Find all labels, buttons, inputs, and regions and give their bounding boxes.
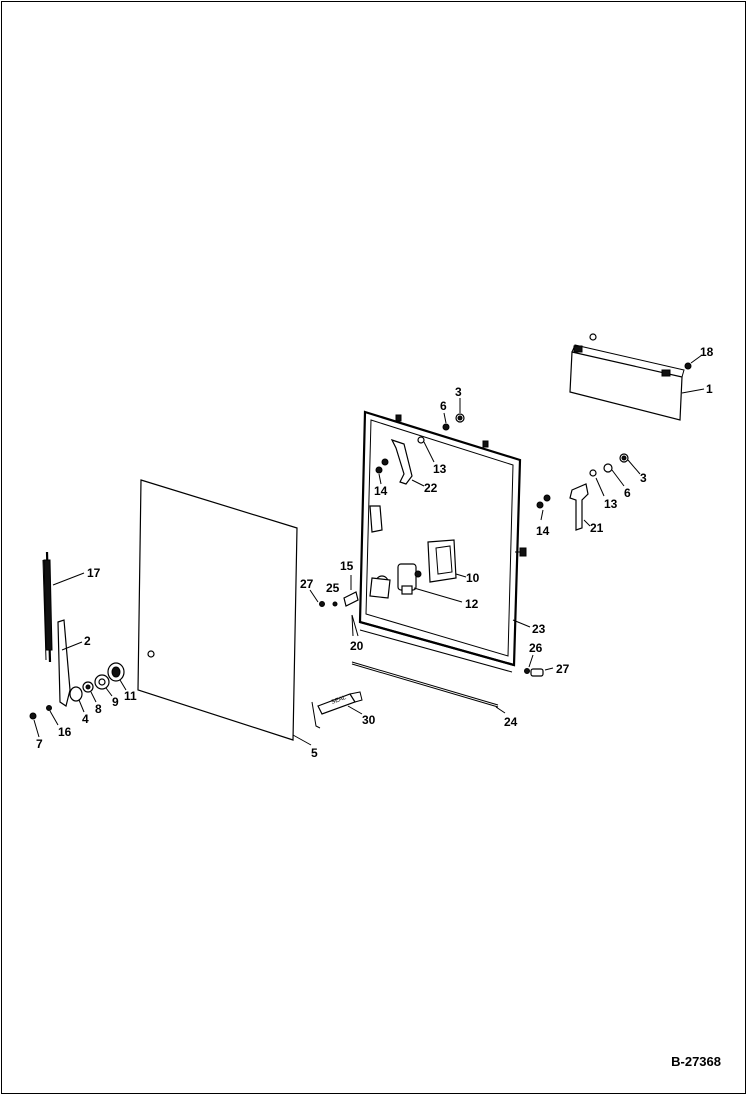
part-26-27-hinge-pin — [524, 654, 554, 677]
hardware-top-stack — [442, 398, 465, 431]
callout-22: 22 — [424, 481, 438, 495]
callout-1: 1 — [706, 382, 713, 396]
callout-9: 9 — [112, 695, 119, 709]
callout-30: 30 — [362, 713, 376, 727]
callout-15: 15 — [340, 559, 354, 573]
callout-3-top: 3 — [455, 385, 462, 399]
part-5-glass-pane — [137, 479, 312, 746]
callout-6-right: 6 — [624, 486, 631, 500]
callout-16: 16 — [58, 725, 72, 739]
part-24-rod — [351, 661, 506, 714]
callout-18: 18 — [700, 345, 714, 359]
part-12-wiper-motor — [397, 563, 463, 603]
callout-17: 17 — [87, 566, 101, 580]
callout-labels: 18 1 3 6 13 14 22 3 6 13 14 21 10 12 15 … — [36, 345, 714, 760]
wiper-hardware-stack — [29, 662, 127, 738]
callout-2: 2 — [84, 634, 91, 648]
callout-11: 11 — [124, 689, 137, 703]
callout-14-right: 14 — [536, 524, 550, 538]
part-hinge-left — [369, 505, 391, 599]
part-30-seal-tube — [311, 691, 363, 729]
callout-20: 20 — [350, 639, 364, 653]
callout-8: 8 — [95, 702, 102, 716]
callout-27-right: 27 — [556, 662, 570, 676]
callout-7: 7 — [36, 737, 43, 751]
seal-label-text: SEAL — [331, 695, 348, 706]
part-10-motor-bracket — [427, 539, 467, 583]
callout-4: 4 — [82, 712, 89, 726]
part-22-latch-bracket — [375, 436, 435, 487]
callout-27-left: 27 — [300, 577, 314, 591]
part-23-door-frame — [358, 410, 531, 673]
callout-3-right: 3 — [640, 471, 647, 485]
callout-14-top: 14 — [374, 484, 388, 498]
callout-26: 26 — [529, 641, 543, 655]
part-2-wiper-arm — [57, 619, 83, 707]
left-middle-hardware — [309, 575, 359, 637]
callout-6-top: 6 — [440, 399, 447, 413]
drawing-number: B-27368 — [671, 1054, 721, 1069]
callout-5: 5 — [311, 746, 318, 760]
callout-13-right: 13 — [604, 497, 618, 511]
callout-23: 23 — [532, 622, 546, 636]
callout-24: 24 — [504, 715, 518, 729]
callout-13-top: 13 — [433, 462, 447, 476]
part-1-upper-panel — [569, 333, 705, 421]
part-21-latch — [569, 483, 591, 531]
hardware-right-stack — [536, 453, 641, 521]
callout-12: 12 — [465, 597, 479, 611]
callout-25: 25 — [326, 581, 340, 595]
callout-10: 10 — [466, 571, 480, 585]
callout-21: 21 — [590, 521, 604, 535]
part-17-wiper-blade — [42, 551, 85, 663]
